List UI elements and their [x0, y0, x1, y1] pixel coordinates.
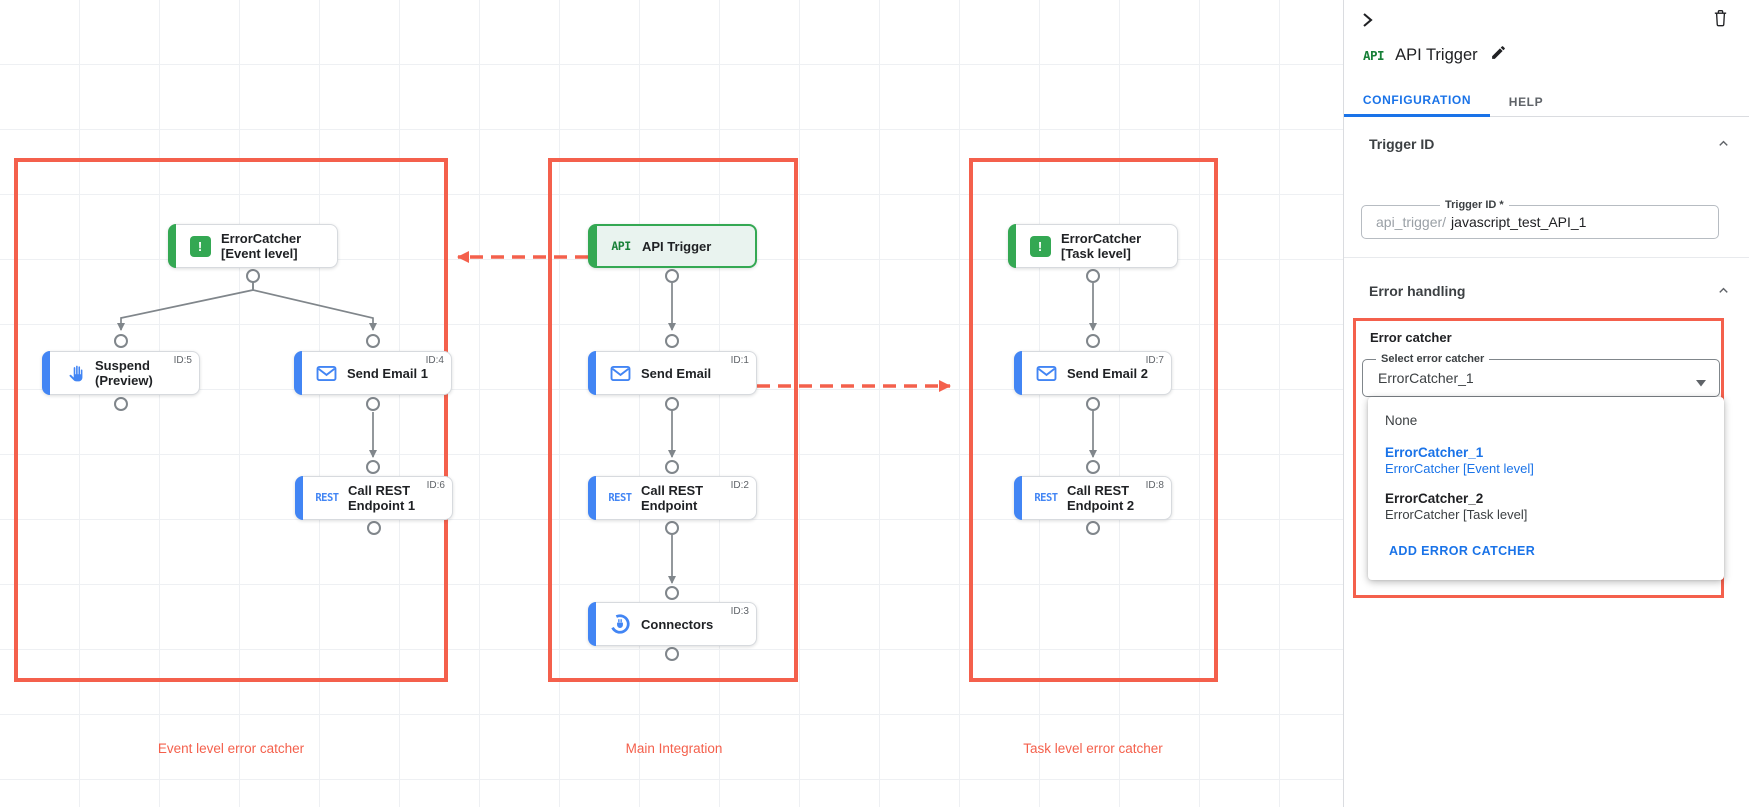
email-icon: [313, 365, 339, 382]
node-title: Send Email 2: [1067, 365, 1148, 381]
menu-option-name: ErrorCatcher_2: [1385, 491, 1484, 506]
node-accent-bar: [588, 351, 596, 395]
node-title: Connectors: [641, 616, 714, 632]
node-title: Call REST: [1067, 483, 1130, 498]
node-subtitle: [Task level]: [1061, 246, 1131, 261]
error-catcher-dropdown-menu: None ErrorCatcher_1 ErrorCatcher [Event …: [1368, 397, 1724, 580]
menu-option-desc: ErrorCatcher [Event level]: [1385, 461, 1534, 476]
rest-icon: REST: [1034, 492, 1058, 504]
node-accent-bar: [42, 351, 50, 395]
node-accent-bar: [1014, 351, 1022, 395]
node-errorcatcher-task-level[interactable]: ! ErrorCatcher[Task level]: [1008, 224, 1178, 268]
delete-trigger-button[interactable]: [1712, 9, 1729, 33]
error-catcher-group-label: Error catcher: [1370, 330, 1452, 345]
trigger-id-field[interactable]: Trigger ID * api_trigger/ javascript_tes…: [1361, 199, 1719, 239]
menu-option-desc: ErrorCatcher [Task level]: [1385, 507, 1528, 522]
select-error-catcher[interactable]: Select error catcher ErrorCatcher_1: [1362, 353, 1720, 397]
trigger-id-prefix: api_trigger/: [1376, 214, 1447, 230]
annotation-box-task-level: [969, 158, 1218, 682]
node-accent-bar: [588, 476, 596, 520]
node-errorcatcher-event-level[interactable]: ! ErrorCatcher[Event level]: [168, 224, 338, 268]
api-trigger-type-icon: API: [1363, 47, 1385, 63]
api-trigger-icon: API: [611, 239, 631, 253]
node-subtitle: (Preview): [95, 373, 153, 388]
node-id-badge: ID:6: [426, 480, 445, 491]
rest-icon: REST: [315, 492, 339, 504]
dropdown-arrow-icon: [1695, 374, 1707, 392]
trigger-id-field-label: Trigger ID *: [1440, 199, 1509, 211]
section-heading-error-handling: Error handling: [1369, 283, 1466, 299]
node-send-email-1[interactable]: Send Email 1 ID:4: [294, 351, 452, 395]
node-accent-bar: [295, 476, 303, 520]
select-error-catcher-label: Select error catcher: [1376, 353, 1490, 365]
email-icon: [607, 365, 633, 382]
node-accent-bar: [168, 224, 176, 268]
menu-option-name: ErrorCatcher_1: [1385, 445, 1484, 460]
node-accent-bar: [589, 225, 597, 267]
node-title: Send Email: [641, 365, 712, 381]
tab-help[interactable]: HELP: [1508, 94, 1544, 109]
node-accent-bar: [1014, 476, 1022, 520]
node-send-email-2[interactable]: Send Email 2 ID:7: [1014, 351, 1172, 395]
node-title: Call REST: [641, 483, 704, 498]
menu-option-errorcatcher-2[interactable]: ErrorCatcher_2 ErrorCatcher [Task level]: [1385, 490, 1527, 523]
node-api-trigger[interactable]: API API Trigger: [588, 224, 757, 268]
config-panel: API API Trigger CONFIGURATION HELP Trigg…: [1343, 0, 1749, 807]
node-title: Suspend: [95, 358, 150, 373]
node-suspend[interactable]: Suspend(Preview) ID:5: [42, 351, 200, 395]
node-id-badge: ID:3: [730, 606, 749, 617]
node-title: API Trigger: [642, 238, 712, 254]
annotation-label-event-level: Event level error catcher: [157, 741, 305, 756]
node-send-email[interactable]: Send Email ID:1: [588, 351, 757, 395]
email-icon: [1033, 365, 1059, 382]
node-connectors[interactable]: Connectors ID:3: [588, 602, 757, 646]
panel-title: API Trigger: [1395, 45, 1478, 64]
menu-option-errorcatcher-1[interactable]: ErrorCatcher_1 ErrorCatcher [Event level…: [1385, 444, 1534, 477]
suspend-hand-icon: [61, 364, 87, 383]
node-subtitle: Endpoint: [641, 498, 698, 513]
select-error-catcher-value: ErrorCatcher_1: [1378, 370, 1474, 386]
node-accent-bar: [1008, 224, 1016, 268]
node-id-badge: ID:7: [1145, 355, 1164, 366]
node-title: Send Email 1: [347, 365, 428, 381]
edit-title-icon[interactable]: [1490, 44, 1507, 66]
node-subtitle: Endpoint 2: [1067, 498, 1135, 513]
section-divider: [1344, 257, 1749, 258]
panel-tabs: CONFIGURATION HELP: [1344, 86, 1749, 117]
node-id-badge: ID:1: [730, 355, 749, 366]
node-id-badge: ID:8: [1145, 480, 1164, 491]
annotation-box-main-integration: [548, 158, 798, 682]
node-title: Call REST: [348, 483, 411, 498]
node-id-badge: ID:4: [425, 355, 444, 366]
annotation-box-event-level: [14, 158, 448, 682]
annotation-box-error-catcher: Error catcher Select error catcher Error…: [1353, 318, 1724, 598]
section-heading-trigger-id: Trigger ID: [1369, 136, 1435, 152]
node-accent-bar: [588, 602, 596, 646]
node-title: ErrorCatcher: [221, 231, 302, 246]
annotation-label-task-level: Task level error catcher: [1023, 741, 1163, 756]
node-subtitle: [Event level]: [221, 246, 298, 261]
trigger-id-value: javascript_test_API_1: [1451, 214, 1587, 230]
integration-canvas[interactable]: Event level error catcher Main Integrati…: [0, 0, 1343, 807]
collapse-section-trigger-id-icon[interactable]: [1716, 136, 1731, 156]
tab-configuration[interactable]: CONFIGURATION: [1344, 86, 1490, 117]
collapse-section-error-handling-icon[interactable]: [1716, 283, 1731, 303]
rest-icon: REST: [608, 492, 632, 504]
node-id-badge: ID:5: [173, 355, 192, 366]
node-id-badge: ID:2: [730, 480, 749, 491]
menu-option-none[interactable]: None: [1385, 413, 1418, 428]
node-accent-bar: [294, 351, 302, 395]
node-subtitle: Endpoint 1: [348, 498, 416, 513]
connectors-icon: [607, 613, 633, 635]
annotation-label-main-integration: Main Integration: [625, 741, 723, 756]
error-catcher-icon: !: [1027, 235, 1053, 257]
error-catcher-icon: !: [187, 235, 213, 257]
node-title: ErrorCatcher: [1061, 231, 1142, 246]
add-error-catcher-button[interactable]: ADD ERROR CATCHER: [1389, 544, 1536, 558]
panel-collapse-button[interactable]: [1358, 10, 1376, 35]
